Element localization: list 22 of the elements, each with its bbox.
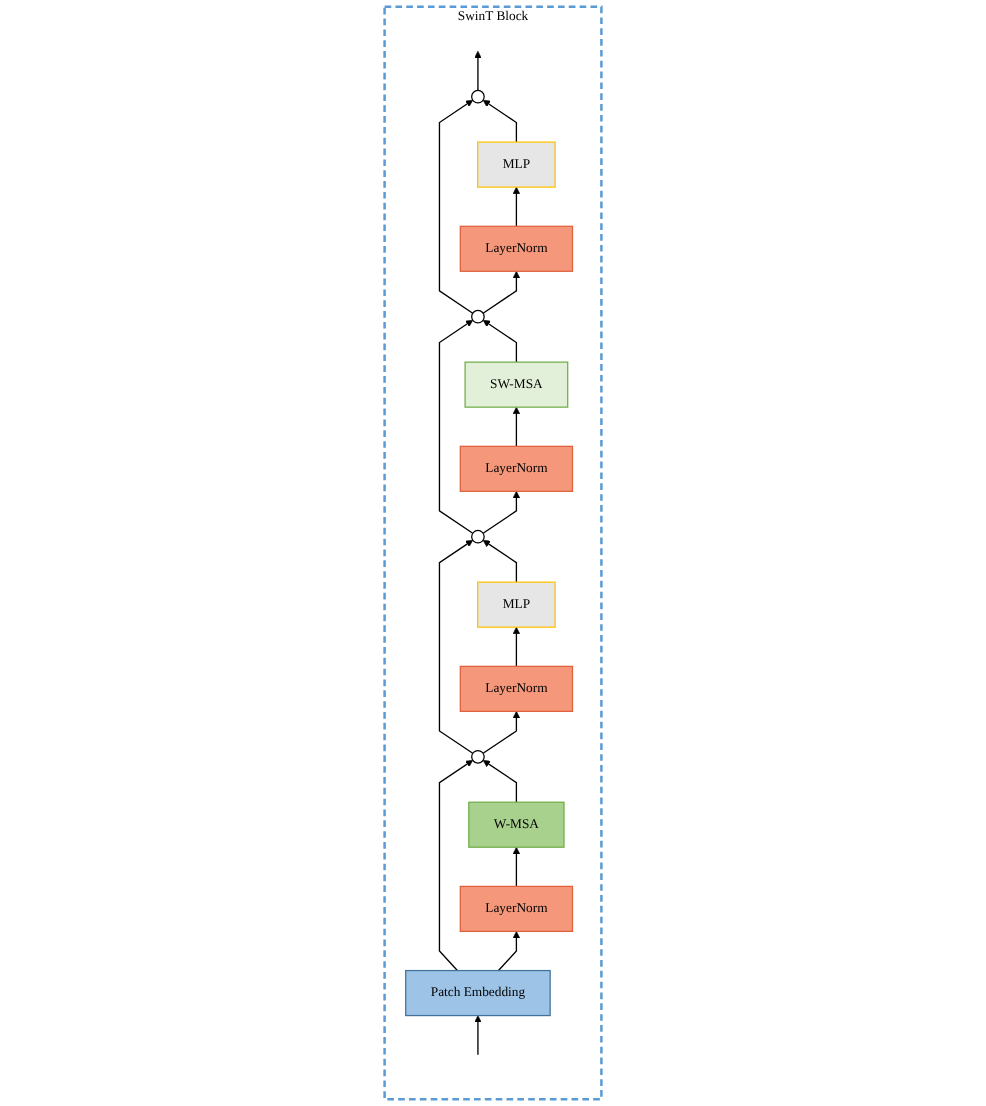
node-circle — [471, 309, 485, 324]
arrow — [438, 759, 474, 972]
arrow — [512, 186, 521, 227]
arrow — [438, 319, 474, 534]
arrow — [482, 270, 521, 314]
node-circle — [471, 89, 485, 104]
node-circle — [471, 749, 485, 764]
arrow — [482, 319, 518, 363]
arrow — [512, 626, 521, 667]
arrow — [482, 539, 518, 583]
arrow — [474, 50, 482, 92]
arrow — [512, 406, 521, 447]
arrow — [438, 99, 474, 314]
arrow — [438, 539, 474, 754]
arrow — [482, 491, 521, 534]
arrow — [482, 759, 518, 803]
arrow — [497, 931, 521, 972]
node-circle — [471, 529, 485, 544]
arrow — [474, 1015, 482, 1056]
arrow — [482, 99, 518, 143]
arrow — [512, 846, 521, 888]
arrow — [482, 711, 521, 754]
